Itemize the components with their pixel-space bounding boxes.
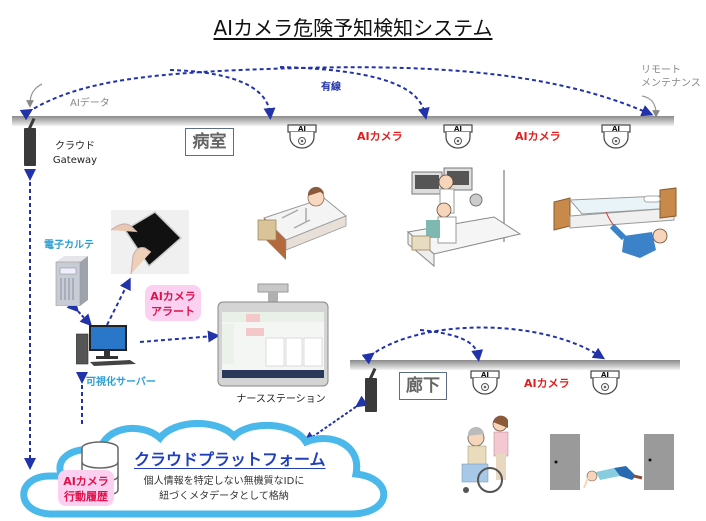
visualization-server-pc-icon[interactable] bbox=[76, 322, 140, 366]
patient-in-bed-illustration bbox=[257, 186, 347, 260]
cloud-platform-description: 個人情報を特定しない無機質なIDに 紐づくメタデータとして格納 bbox=[143, 476, 305, 502]
dome-camera-icon: AI bbox=[470, 370, 500, 395]
server-tablet-link bbox=[106, 277, 131, 326]
svg-text:AI: AI bbox=[601, 371, 609, 379]
dome-camera-icon: AI bbox=[443, 124, 473, 149]
tablet-device-image[interactable] bbox=[111, 210, 189, 274]
corridor-label: 廊下 bbox=[399, 372, 447, 400]
corridor-ai-camera-2[interactable]: AI bbox=[587, 370, 623, 396]
dome-camera-icon: AI bbox=[590, 370, 620, 395]
corridor-wired-arc bbox=[361, 326, 606, 365]
cloud-gateway-device bbox=[24, 117, 36, 166]
room-label: 病室 bbox=[185, 128, 234, 156]
ai-camera-1[interactable]: AI bbox=[284, 124, 320, 150]
ai-camera-3[interactable]: AI bbox=[598, 124, 634, 150]
nurses-treating-patient-illustration bbox=[406, 167, 522, 268]
corridor-ai-camera-label: AIカメラ bbox=[524, 377, 570, 390]
wired-label: 有線 bbox=[321, 82, 341, 93]
svg-text:AI: AI bbox=[481, 371, 489, 379]
dome-camera-icon: AI bbox=[287, 124, 317, 149]
svg-text:AI: AI bbox=[454, 125, 462, 133]
nurse-station-label: ナースステーション bbox=[236, 394, 326, 405]
ai-camera-2[interactable]: AI bbox=[440, 124, 476, 150]
emr-server-icon[interactable] bbox=[54, 256, 90, 306]
dome-camera-icon: AI bbox=[601, 124, 631, 149]
emr-label: 電子カルテ bbox=[44, 240, 94, 251]
server-emr-link bbox=[66, 299, 93, 327]
gateway-label: クラウド Gateway bbox=[52, 141, 98, 166]
cloud-platform-title: クラウドプラットフォーム bbox=[134, 450, 326, 469]
ai-data-arrow bbox=[26, 83, 43, 108]
wired-branch-cam1 bbox=[169, 69, 276, 120]
server-nurse-link bbox=[139, 330, 220, 343]
remote-maint-arrow bbox=[641, 95, 660, 118]
ai-camera-history-box: AIカメラ 行動履歴 bbox=[58, 470, 114, 506]
page-title: AIカメラ危険予知検知システム bbox=[213, 16, 493, 40]
wired-branch-cam2 bbox=[279, 66, 430, 120]
room-ceiling bbox=[12, 116, 674, 126]
corridor-ceiling bbox=[350, 360, 680, 370]
patient-falling-from-bed-illustration bbox=[553, 187, 677, 258]
wheelchair-with-caregiver-illustration bbox=[461, 415, 509, 493]
ai-data-label: AIデータ bbox=[70, 98, 110, 109]
corridor-gateway-device bbox=[365, 367, 377, 412]
ai-camera-label-2: AIカメラ bbox=[515, 130, 561, 143]
nurse-station-monitor[interactable] bbox=[216, 282, 330, 388]
ai-camera-alert-box: AIカメラ アラート bbox=[145, 285, 201, 321]
remote-maintenance-label: リモート メンテナンス bbox=[641, 65, 701, 89]
visualization-server-label: 可視化サーバー bbox=[86, 377, 156, 388]
person-collapsed-in-corridor-illustration bbox=[550, 434, 674, 490]
svg-text:AI: AI bbox=[298, 125, 306, 133]
ai-camera-label-1: AIカメラ bbox=[357, 130, 403, 143]
corridor-branch-cam bbox=[419, 329, 484, 362]
svg-text:AI: AI bbox=[612, 125, 620, 133]
corridor-ai-camera-1[interactable]: AI bbox=[467, 370, 503, 396]
